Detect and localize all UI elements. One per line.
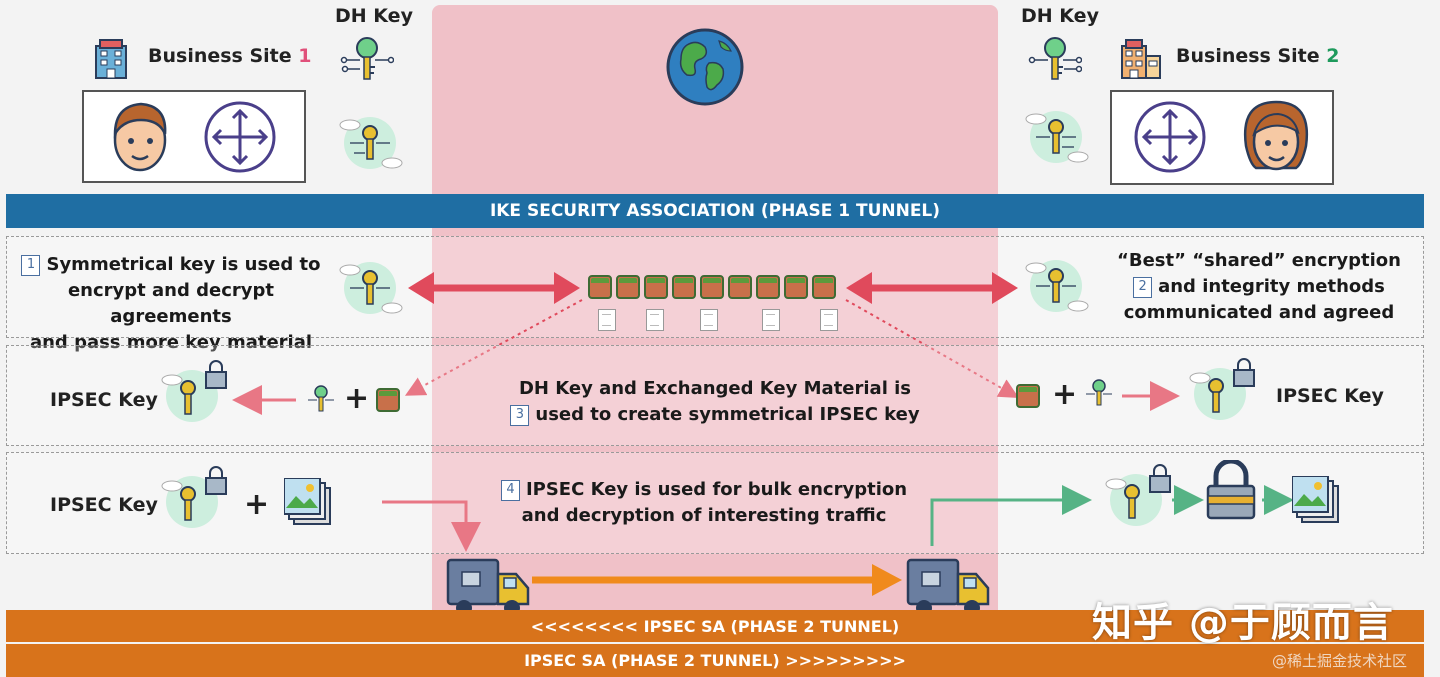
cloud-key-icon xyxy=(339,117,403,169)
cloud-key-icon xyxy=(1025,260,1089,312)
dh-key-label-left: DH Key xyxy=(335,5,413,27)
double-arrow-right xyxy=(846,272,1018,304)
document-icon xyxy=(598,309,616,331)
ipsec-key-label-row3: IPSEC Key xyxy=(50,494,158,516)
step4-number: 4 xyxy=(500,479,520,501)
watermark-main: 知乎 @于顾而言 xyxy=(1092,600,1394,646)
arrow-to-truck xyxy=(382,500,481,552)
image-stack-icon xyxy=(1292,476,1339,523)
key-material-tile-icon xyxy=(728,275,752,299)
step1-number: 1 xyxy=(21,254,41,276)
router-icon xyxy=(204,101,276,173)
step2-number: 2 xyxy=(1133,276,1153,298)
cloud-key-icon xyxy=(339,262,403,314)
lock-key-icon xyxy=(1105,464,1171,526)
ipsec-key-label: IPSEC Key xyxy=(50,389,158,411)
dh-key-icon xyxy=(1086,379,1112,406)
ipsec-key-label-right: IPSEC Key xyxy=(1276,385,1384,407)
document-icon xyxy=(762,309,780,331)
person-icon xyxy=(1243,100,1309,171)
step3-number: 3 xyxy=(510,404,530,426)
dotted-arrow-left xyxy=(404,299,583,396)
key-material-tile-icon xyxy=(616,275,640,299)
plus-sign: + xyxy=(244,487,270,522)
watermark-small: @稀土掘金技术社区 xyxy=(1272,652,1408,670)
document-icon xyxy=(820,309,838,331)
arrow-from-truck xyxy=(930,485,1092,546)
globe-icon xyxy=(666,28,744,106)
phase2-tunnel-bar-top: <<<<<<<< IPSEC SA (PHASE 2 TUNNEL) xyxy=(6,610,1424,642)
document-icon xyxy=(700,309,718,331)
dh-key-label-right: DH Key xyxy=(1021,5,1099,27)
padlock-icon xyxy=(1206,460,1256,520)
plus-sign: + xyxy=(344,381,370,416)
site1-title: Business Site 1 xyxy=(148,45,312,67)
router-icon xyxy=(1134,101,1206,173)
key-material-tile-icon xyxy=(700,275,724,299)
truck-icon xyxy=(446,558,530,616)
double-arrow-left xyxy=(408,272,580,304)
lock-key-icon xyxy=(1189,358,1255,420)
key-material-tile-icon xyxy=(672,275,696,299)
lock-key-icon xyxy=(161,360,227,422)
key-material-tile-icon xyxy=(812,275,836,299)
plus-sign: + xyxy=(1052,377,1078,412)
dh-key-icon xyxy=(308,385,334,412)
lock-key-icon xyxy=(161,466,227,528)
dh-key-icon xyxy=(1028,37,1082,80)
building-icon xyxy=(95,39,127,79)
key-material-tile-icon xyxy=(756,275,780,299)
step4-row xyxy=(6,452,1424,554)
document-icon xyxy=(646,309,664,331)
orange-arrow-head xyxy=(872,564,902,596)
cloud-key-icon xyxy=(1025,111,1089,163)
key-material-tile-icon xyxy=(644,275,668,299)
key-material-tile-icon xyxy=(784,275,808,299)
site2-title: Business Site 2 xyxy=(1176,45,1340,67)
step3-row xyxy=(6,345,1424,446)
image-stack-icon xyxy=(284,478,331,525)
person-icon xyxy=(113,102,167,172)
dh-key-icon xyxy=(340,37,394,80)
truck-icon xyxy=(906,558,990,616)
key-material-tile-icon xyxy=(1016,384,1040,408)
building-icon xyxy=(1121,39,1161,79)
key-material-tile-icon xyxy=(376,388,400,412)
ike-security-association-bar: IKE SECURITY ASSOCIATION (PHASE 1 TUNNEL… xyxy=(6,194,1424,228)
key-material-tile-icon xyxy=(588,275,612,299)
phase2-tunnel-bar-bottom: IPSEC SA (PHASE 2 TUNNEL) >>>>>>>>> xyxy=(6,644,1424,677)
